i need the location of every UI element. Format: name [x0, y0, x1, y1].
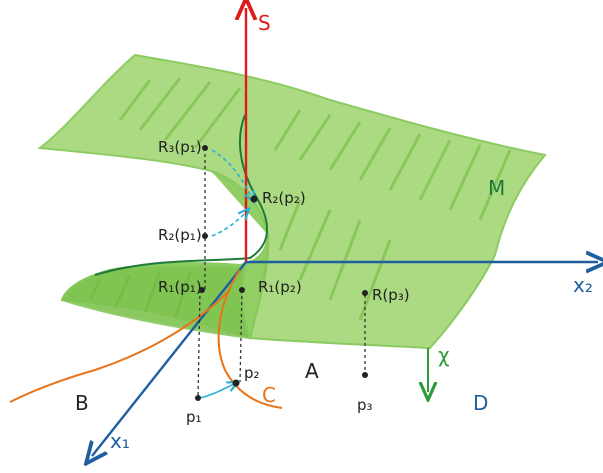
- point-r1-p2: [239, 287, 245, 293]
- axis-x1: [92, 261, 247, 456]
- point-p2: [232, 379, 240, 387]
- cyan-arrow-middle: [211, 212, 246, 237]
- label-axis-x2: x₂: [573, 273, 593, 297]
- label-axis-x1: x₁: [110, 429, 130, 453]
- label-region-d: D: [473, 391, 488, 415]
- curve-b: [9, 289, 231, 403]
- label-r1-p2: R₁(p₂): [258, 278, 302, 296]
- label-r3-p1: R₃(p₁): [158, 138, 202, 156]
- label-r1-p1: R₁(p₁): [158, 278, 202, 296]
- point-r2-p1: [202, 233, 208, 239]
- point-p3: [362, 372, 368, 378]
- point-r-p3: [362, 290, 368, 296]
- fold-curve: [94, 114, 269, 276]
- point-r2-p2: [250, 195, 258, 203]
- curve-c: [217, 269, 283, 409]
- label-region-a: A: [305, 359, 319, 383]
- cyan-arrow-base: [199, 384, 234, 399]
- projection-lines: [197, 148, 366, 399]
- point-p1: [195, 395, 201, 401]
- hatch-shading: [88, 77, 512, 321]
- label-manifold: M: [488, 176, 505, 200]
- label-chi: χ: [438, 343, 450, 367]
- points: [195, 145, 368, 401]
- label-axis-s: S: [258, 11, 271, 35]
- label-r2-p1: R₂(p₁): [158, 226, 202, 244]
- label-r-p3: R(p₃): [372, 286, 410, 304]
- label-p1: p₁: [186, 408, 202, 426]
- point-r1-p1: [199, 287, 205, 293]
- point-r3-p1: [202, 145, 208, 151]
- label-region-c: C: [262, 383, 276, 407]
- label-r2-p2: R₂(p₂): [262, 189, 306, 207]
- label-p2: p₂: [244, 364, 260, 382]
- label-p3: p₃: [357, 396, 373, 414]
- surface-lower-sheet: [60, 264, 252, 340]
- label-region-b: B: [75, 391, 89, 415]
